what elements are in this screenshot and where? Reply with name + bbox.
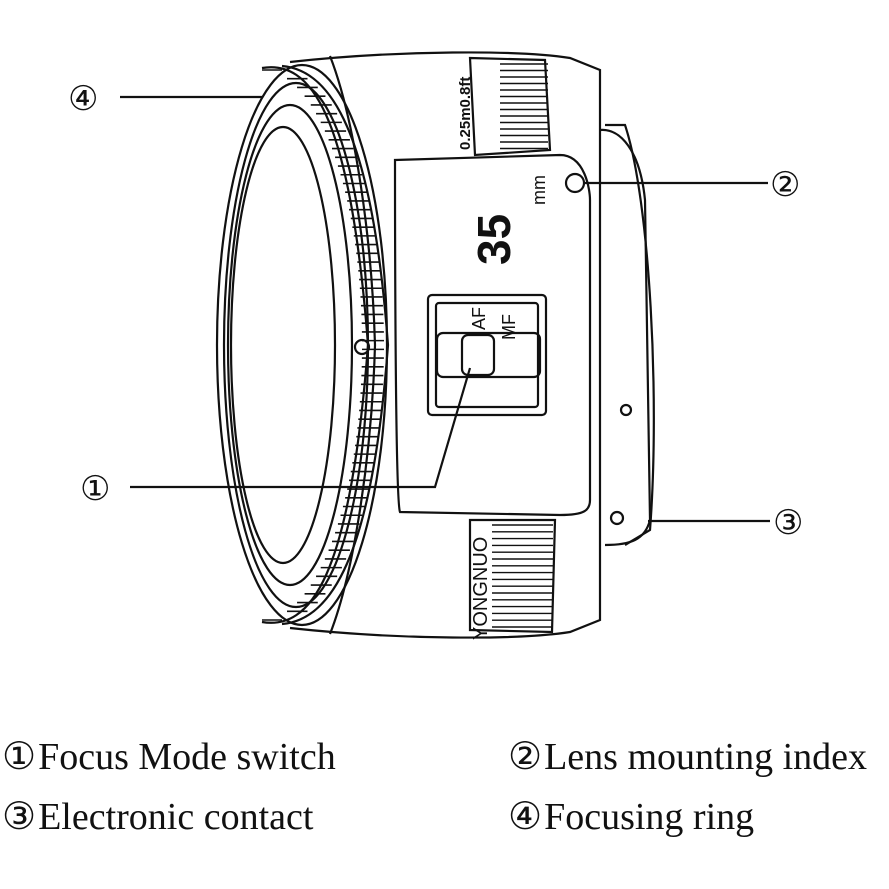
lens-mount <box>599 123 655 547</box>
legend-item-3: ③Electronic contact <box>2 798 313 836</box>
legend-item-2: ②Lens mounting index <box>508 738 867 776</box>
legend-label-4: Focusing ring <box>544 796 755 838</box>
lens-barrel <box>289 51 602 639</box>
callout-3: ③ <box>773 503 803 543</box>
legend-label-2: Lens mounting index <box>544 736 868 778</box>
leader-line-1 <box>130 367 472 489</box>
focal-length-label: 35 <box>468 214 520 265</box>
af-label: AF <box>469 307 489 330</box>
min-focus-label: 0.25m0.8ft <box>457 77 474 150</box>
legend-item-1: ①Focus Mode switch <box>2 738 336 776</box>
legend-label-1: Focus Mode switch <box>38 736 336 778</box>
front-lens-element <box>215 63 389 627</box>
legend-item-4: ④Focusing ring <box>508 798 754 836</box>
focus-mode-switch <box>426 293 548 417</box>
legend-num-4: ④ <box>508 796 543 838</box>
brand-label: YONGNUO <box>470 537 492 640</box>
legend-num-1: ① <box>2 736 37 778</box>
mounting-index-dot <box>564 172 586 194</box>
callout-1: ① <box>80 469 110 509</box>
focal-unit-label: mm <box>529 175 549 205</box>
mf-label: MF <box>499 314 519 340</box>
side-plate <box>393 153 592 517</box>
legend-num-3: ③ <box>2 796 37 838</box>
legend-num-2: ② <box>508 736 543 778</box>
distance-ring-bottom <box>468 518 557 634</box>
distance-ring-top <box>468 56 552 157</box>
callout-4: ④ <box>68 79 98 119</box>
focusing-ring <box>261 64 390 626</box>
callout-2: ② <box>770 165 800 205</box>
legend-label-3: Electronic contact <box>38 796 314 838</box>
ring-screw <box>353 338 371 356</box>
